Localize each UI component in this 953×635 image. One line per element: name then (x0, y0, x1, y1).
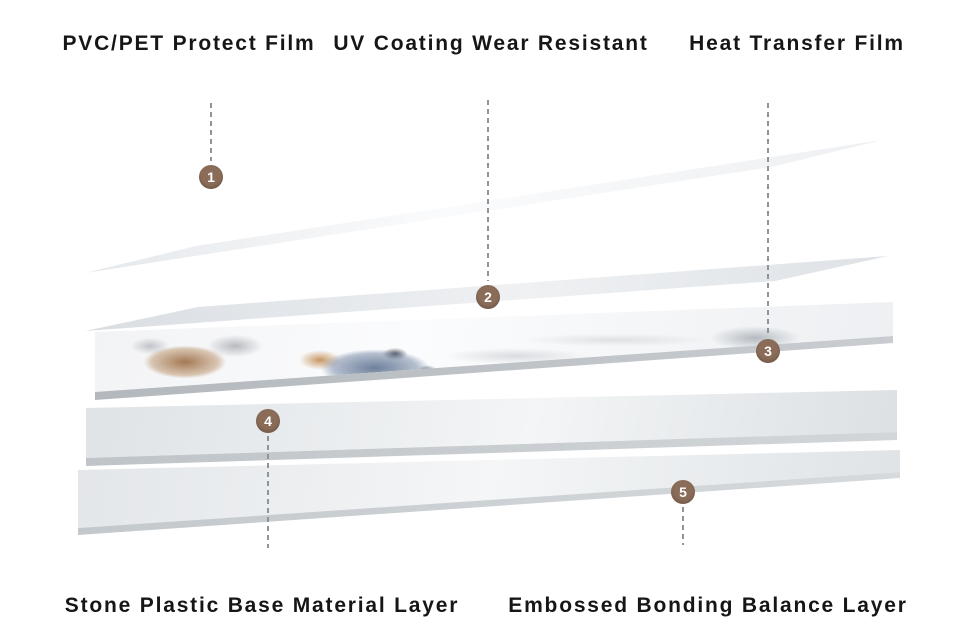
leader-line-5 (682, 507, 684, 545)
leader-line-3 (767, 103, 769, 335)
label-pvc-pet-protect-film: PVC/PET Protect Film (62, 32, 316, 55)
step-badge-2: 2 (476, 285, 500, 309)
label-stone-plastic-base-material-layer: Stone Plastic Base Material Layer (64, 594, 460, 617)
step-badge-5: 5 (671, 480, 695, 504)
leader-line-2 (487, 100, 489, 281)
label-uv-coating-wear-resistant: UV Coating Wear Resistant (333, 32, 649, 55)
layer-sheet-protect-film (85, 140, 882, 273)
leader-line-1 (210, 103, 212, 161)
step-badge-3: 3 (756, 339, 780, 363)
step-badge-1: 1 (199, 165, 223, 189)
label-embossed-bonding-balance-layer: Embossed Bonding Balance Layer (508, 594, 908, 617)
leader-line-4 (267, 436, 269, 548)
step-badge-4: 4 (256, 409, 280, 433)
label-heat-transfer-film: Heat Transfer Film (689, 32, 905, 55)
